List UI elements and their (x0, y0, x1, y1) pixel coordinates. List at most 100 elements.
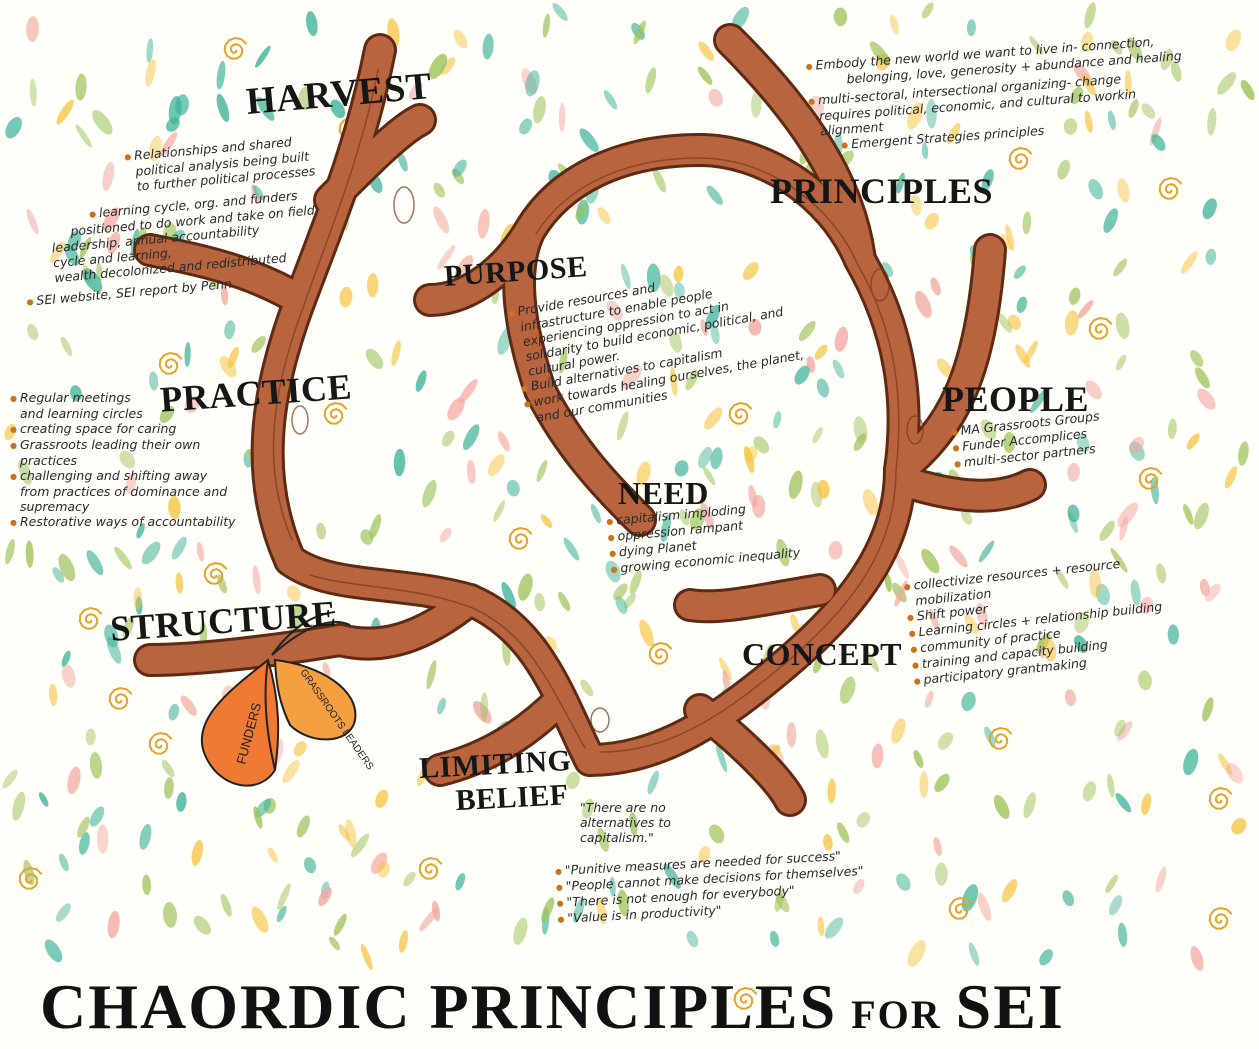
paint-dab (704, 407, 723, 430)
paint-dab (316, 522, 327, 540)
paint-dab (38, 792, 49, 807)
paint-dab (122, 616, 134, 638)
paint-dab (1180, 251, 1198, 274)
paint-dab (462, 424, 480, 450)
paint-dab (579, 128, 599, 152)
spiral-icon (203, 561, 228, 585)
paint-dab (1084, 2, 1096, 29)
paint-dab (636, 461, 651, 486)
paint-dab (1082, 781, 1097, 802)
paint-dab (1238, 441, 1249, 466)
paint-dab (298, 86, 313, 111)
paint-dab (1207, 107, 1217, 136)
paint-dab (12, 791, 26, 821)
paint-dab (439, 527, 452, 543)
paint-dab (907, 940, 926, 967)
spiral-icon (323, 401, 348, 425)
note-line: from practices of dominance and (20, 484, 228, 499)
paint-dab (282, 759, 300, 784)
paint-dab (251, 335, 266, 353)
paint-dab (408, 82, 423, 99)
paint-dab (61, 650, 71, 667)
paint-dab (441, 430, 455, 447)
paint-dab (871, 743, 884, 769)
label-principles: PRINCIPLES (770, 171, 994, 211)
paint-dab (1057, 159, 1070, 180)
paint-dab (828, 541, 843, 560)
paint-dab (64, 244, 80, 266)
paint-dab (453, 29, 468, 49)
paint-dab (669, 330, 682, 353)
paint-dab (629, 811, 638, 836)
paint-dab (1138, 670, 1152, 691)
paint-dab (171, 536, 187, 560)
paint-dab (790, 613, 800, 633)
paint-dab (267, 847, 278, 863)
paint-dab (393, 448, 406, 477)
paint-dab (1197, 388, 1216, 410)
paint-dab (1141, 793, 1152, 816)
paint-dab (533, 96, 546, 124)
paint-dab (59, 853, 69, 872)
paint-dab (437, 245, 456, 271)
title-org: SEI (955, 971, 1065, 1042)
paint-dab (318, 886, 332, 907)
paint-dab (706, 185, 723, 205)
note-line: capitalism." (580, 830, 654, 845)
paint-dab (482, 33, 494, 60)
paint-dab (597, 828, 609, 852)
paint-dab (788, 470, 803, 499)
paint-dab (1186, 433, 1200, 450)
paint-dab (519, 118, 533, 135)
spiral-icon (648, 641, 673, 665)
paint-dab (252, 565, 261, 595)
paint-dab (5, 539, 15, 565)
paint-dab (433, 206, 450, 234)
paint-dab (293, 741, 307, 757)
paint-dab (1088, 178, 1104, 200)
paint-dab (23, 859, 35, 886)
paint-dab (832, 359, 845, 379)
paint-dab (1105, 874, 1118, 894)
paint-dab (753, 436, 770, 454)
paint-dab (744, 446, 758, 463)
paint-dab (794, 365, 810, 385)
paint-dab (431, 900, 441, 922)
paint-dab (558, 102, 566, 132)
paint-dab (629, 569, 642, 595)
paint-dab (176, 792, 187, 812)
paint-dab (639, 619, 654, 647)
paint-dab (536, 459, 548, 483)
paint-dab (934, 773, 950, 793)
paint-dab (1117, 721, 1133, 741)
paint-dab (961, 509, 973, 525)
paint-dab (458, 378, 478, 404)
note-line: alternatives to (580, 815, 671, 830)
wing-funders (200, 658, 280, 787)
paint-dab (1117, 502, 1138, 528)
paint-dab (961, 884, 979, 912)
paint-dab (1115, 793, 1132, 813)
paint-dab (603, 90, 618, 110)
title-for: FOR (851, 992, 942, 1037)
paint-dab (466, 459, 476, 484)
paint-dab (1103, 208, 1118, 233)
paint-dab (606, 300, 623, 321)
paint-dab (1225, 29, 1242, 52)
paint-dab (817, 479, 830, 499)
paint-dab (85, 728, 96, 746)
paint-dab (541, 897, 555, 923)
spiral-icon (1208, 786, 1233, 810)
paint-dab (1117, 922, 1128, 947)
paint-dab (620, 263, 631, 290)
paint-dab (966, 19, 976, 37)
paint-dab (1224, 466, 1238, 489)
paint-dab (565, 771, 580, 789)
paint-dab (79, 236, 92, 259)
paint-dab (513, 917, 528, 945)
spiral-icon (148, 731, 173, 755)
paint-dab (1099, 520, 1115, 541)
paint-dab (824, 917, 844, 939)
paint-dab (89, 752, 103, 779)
paint-dab (674, 460, 689, 477)
